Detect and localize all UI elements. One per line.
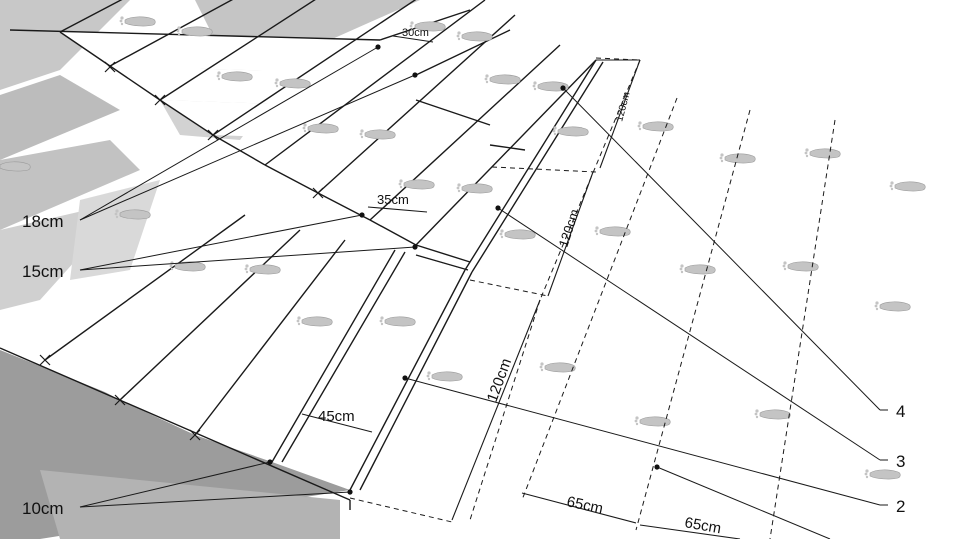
- label-riser-10: 10cm: [22, 499, 64, 518]
- edge-ticks: [39, 61, 324, 441]
- label-riser-18: 18cm: [22, 212, 64, 231]
- upper-stair: [9, 0, 597, 271]
- dim-stride-65-a: 65cm: [565, 493, 604, 517]
- dim-depth-120-top: 120cm: [614, 91, 632, 123]
- dim-tread-45: 45cm: [318, 408, 355, 425]
- label-item-3: 3: [896, 452, 905, 471]
- dim-depth-120-low: 120cm: [484, 356, 515, 404]
- leader-lines: [79, 46, 888, 539]
- dim-tread-30: 30cm: [402, 27, 429, 39]
- dim-stride-65-b: 65cm: [683, 514, 722, 537]
- dimension-lines: [301, 35, 741, 539]
- leader-dots: [267, 44, 660, 495]
- lower-stair: [0, 59, 604, 510]
- callout-labels: 18cm 15cm 10cm 4 3 2: [22, 212, 905, 518]
- label-item-2: 2: [896, 497, 905, 516]
- dim-depth-120-mid: 120cm: [556, 207, 582, 249]
- label-item-4: 4: [896, 402, 905, 421]
- dim-tread-35: 35cm: [377, 192, 409, 207]
- label-riser-15: 15cm: [22, 262, 64, 281]
